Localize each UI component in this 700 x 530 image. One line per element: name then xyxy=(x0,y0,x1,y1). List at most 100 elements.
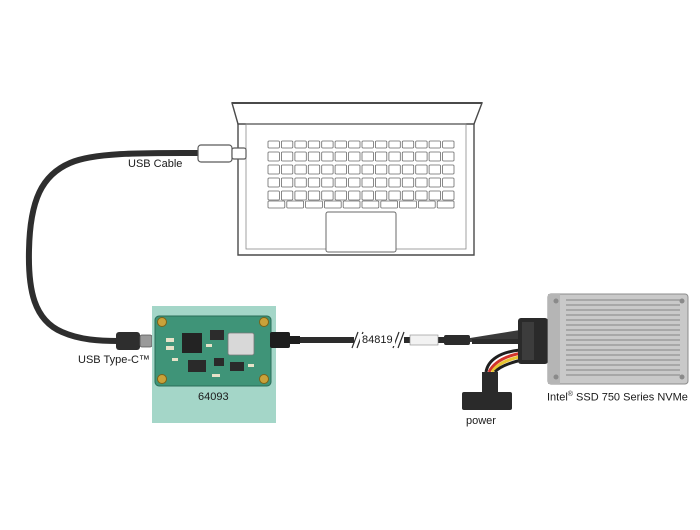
cable-id-label: 84819 xyxy=(360,334,395,346)
keyboard-key xyxy=(417,200,436,209)
keyboard-key xyxy=(436,200,455,209)
keyboard-key xyxy=(280,164,294,175)
keyboard-key xyxy=(374,151,388,162)
keyboard-key xyxy=(348,151,361,162)
ssd xyxy=(547,293,689,385)
keyboard-key xyxy=(428,190,441,201)
keyboard-key xyxy=(267,200,286,209)
board-id-label: 64093 xyxy=(198,391,229,403)
keyboard-key xyxy=(321,190,334,201)
keyboard-key xyxy=(342,200,361,209)
keyboard-key xyxy=(305,200,323,209)
keyboard-key xyxy=(280,151,294,162)
usb-cable xyxy=(25,149,201,344)
keyboard-key xyxy=(348,177,361,188)
usb-c-plug-bottom xyxy=(116,332,153,350)
keyboard-key xyxy=(361,140,374,149)
keyboard-key xyxy=(415,151,428,162)
keyboard-key xyxy=(442,140,455,149)
keyboard-key xyxy=(286,200,304,209)
ssd-label: Intel® SSD 750 Series NVMe xyxy=(547,391,688,404)
keyboard-key xyxy=(361,190,374,201)
keyboard-key xyxy=(267,164,280,175)
laptop xyxy=(231,102,484,256)
ssd-model: SSD 750 Series NVMe xyxy=(572,391,688,404)
keyboard-key xyxy=(307,177,321,188)
keyboard-key xyxy=(442,177,455,188)
usb-c-plug-top xyxy=(197,144,247,163)
keyboard-key xyxy=(401,164,415,175)
keyboard-key xyxy=(294,164,307,175)
ssd-brand: Intel xyxy=(547,391,568,404)
power-label: power xyxy=(466,415,496,427)
keyboard-key xyxy=(374,190,388,201)
keyboard-key xyxy=(323,200,342,209)
keyboard-key xyxy=(321,151,334,162)
keyboard-key xyxy=(380,200,398,209)
keyboard-key xyxy=(307,151,321,162)
keyboard-key xyxy=(348,164,361,175)
keyboard-key xyxy=(321,164,334,175)
keyboard-key xyxy=(280,140,294,149)
keyboard-key xyxy=(307,140,321,149)
power-cable xyxy=(462,348,527,410)
keyboard-key xyxy=(334,177,347,188)
keyboard-key xyxy=(388,140,401,149)
keyboard-key xyxy=(334,140,347,149)
keyboard-key xyxy=(415,177,428,188)
ssd-reg-mark: ® xyxy=(567,391,573,398)
keyboard-key xyxy=(267,140,280,149)
keyboard-key xyxy=(374,164,388,175)
keyboard-key xyxy=(267,177,280,188)
keyboard-key xyxy=(428,151,441,162)
keyboard-key xyxy=(334,164,347,175)
usb-cable-label: USB Cable xyxy=(128,158,183,170)
keyboard-key xyxy=(361,200,380,209)
keyboard-key xyxy=(321,177,334,188)
keyboard-key xyxy=(307,190,321,201)
keyboard-key xyxy=(334,190,347,201)
laptop-keyboard xyxy=(267,140,455,209)
keyboard-key xyxy=(401,140,415,149)
keyboard-key xyxy=(415,140,428,149)
keyboard-key xyxy=(267,151,280,162)
keyboard-key xyxy=(294,177,307,188)
usb-type-c-label: USB Type-C™ xyxy=(78,354,150,366)
keyboard-key xyxy=(401,151,415,162)
keyboard-key xyxy=(399,200,417,209)
keyboard-key xyxy=(388,164,401,175)
u2-connector xyxy=(518,318,548,364)
keyboard-key xyxy=(388,190,401,201)
keyboard-key xyxy=(361,164,374,175)
keyboard-key xyxy=(348,140,361,149)
keyboard-key xyxy=(415,164,428,175)
keyboard-key xyxy=(374,140,388,149)
keyboard-key xyxy=(280,177,294,188)
keyboard-key xyxy=(388,177,401,188)
sas-cable xyxy=(270,330,520,349)
keyboard-key xyxy=(294,140,307,149)
keyboard-key xyxy=(401,190,415,201)
keyboard-key xyxy=(442,190,455,201)
keyboard-key xyxy=(280,190,294,201)
keyboard-key xyxy=(294,190,307,201)
keyboard-key xyxy=(388,151,401,162)
keyboard-key xyxy=(361,177,374,188)
keyboard-key xyxy=(307,164,321,175)
laptop-trackpad xyxy=(325,211,397,253)
keyboard-key xyxy=(428,140,441,149)
keyboard-key xyxy=(321,140,334,149)
keyboard-key xyxy=(401,177,415,188)
keyboard-key xyxy=(442,151,455,162)
keyboard-key xyxy=(442,164,455,175)
keyboard-key xyxy=(374,177,388,188)
keyboard-key xyxy=(334,151,347,162)
keyboard-key xyxy=(428,164,441,175)
keyboard-key xyxy=(348,190,361,201)
keyboard-key xyxy=(428,177,441,188)
adapter-board xyxy=(154,315,272,387)
keyboard-key xyxy=(267,190,280,201)
keyboard-key xyxy=(361,151,374,162)
keyboard-key xyxy=(415,190,428,201)
